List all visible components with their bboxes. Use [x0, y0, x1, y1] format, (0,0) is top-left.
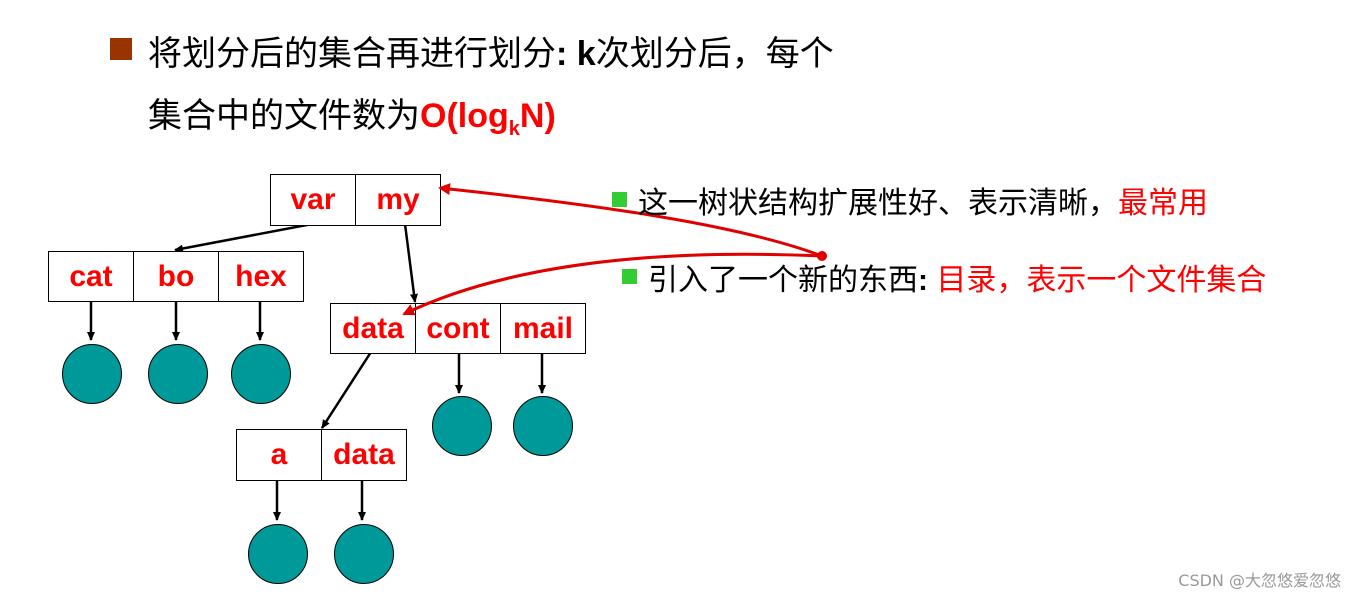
note1-highlight: 最常用 [1118, 186, 1208, 221]
node-cell-mail: mail [512, 311, 574, 345]
file-leaf-mail [513, 396, 573, 456]
note1-bullet [612, 192, 627, 207]
heading-line1-colon: : [556, 35, 577, 73]
file-leaf-cont [432, 396, 492, 456]
arrow-origin-dot [817, 251, 827, 261]
note2-colon: : [918, 264, 937, 297]
file-leaf-data2 [334, 524, 394, 584]
tree-root-node: var my [270, 174, 441, 226]
heading-line1-suffix: 次划分后，每个 [595, 34, 834, 74]
heading-line1-k: k [576, 35, 596, 73]
arrow-to-root-node [438, 183, 823, 258]
note2-prefix: 引入了一个新的东西 [648, 263, 918, 298]
node-cell-var: var [271, 175, 356, 225]
formula-part-a: O(log [420, 97, 509, 135]
tree-my-children-node: data cont mail [330, 303, 586, 354]
heading-line2: 集合中的文件数为O(logkN) [148, 88, 556, 141]
complexity-formula: O(logkN) [420, 97, 556, 140]
file-leaf-a [248, 524, 308, 584]
tree-data-children-node: a data [236, 429, 407, 481]
heading-line2-prefix: 集合中的文件数为 [148, 96, 420, 136]
formula-part-b: N) [519, 97, 556, 135]
edge-my-to-children [403, 223, 418, 303]
tree-var-children-node: cat bo hex [48, 251, 304, 302]
node-cell-my: my [376, 183, 420, 216]
note2-bullet [622, 269, 637, 284]
node-cell-bo: bo [134, 252, 219, 301]
arrow-to-data-cell [402, 252, 823, 316]
file-leaf-hex [231, 344, 291, 404]
heading-line1-prefix: 将划分后的集合再进行划分 [148, 34, 556, 74]
file-leaf-cat [62, 344, 122, 404]
formula-subscript: k [508, 117, 520, 140]
watermark: CSDN @大忽悠爱忽悠 [1178, 571, 1341, 590]
edge-data-to-children [320, 351, 373, 429]
node-cell-a: a [237, 430, 322, 480]
heading-line1: 将划分后的集合再进行划分: k次划分后，每个 [148, 26, 834, 75]
node-cell-data: data [331, 304, 416, 353]
heading-bullet [110, 38, 132, 60]
note2-highlight: 目录，表示一个文件集合 [936, 263, 1267, 298]
note1-prefix: 这一树状结构扩展性好、表示清晰， [638, 186, 1118, 221]
note2-text: 引入了一个新的东西: 目录，表示一个文件集合 [648, 255, 1266, 299]
note1-text: 这一树状结构扩展性好、表示清晰，最常用 [638, 178, 1208, 222]
node-cell-data2: data [333, 438, 395, 471]
node-cell-cat: cat [49, 252, 134, 301]
node-cell-hex: hex [235, 259, 287, 293]
edge-var-to-children [174, 222, 313, 253]
node-cell-cont: cont [416, 304, 501, 353]
file-leaf-bo [148, 344, 208, 404]
